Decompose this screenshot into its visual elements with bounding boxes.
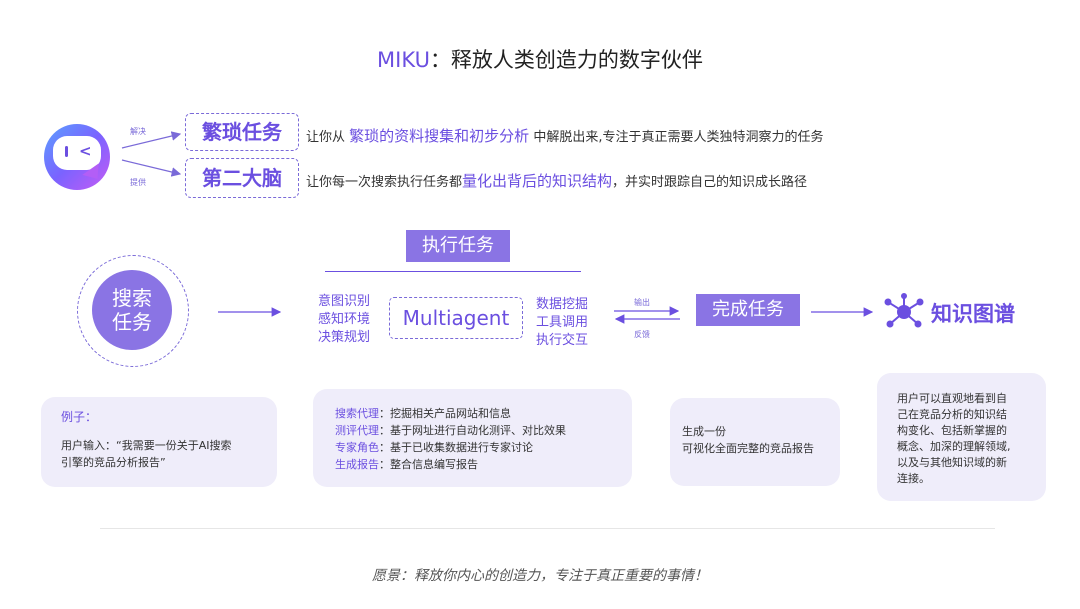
report-line-1: 生成一份 — [682, 425, 726, 438]
page-title: MIKU：释放人类创造力的数字伙伴 — [0, 44, 1080, 74]
execute-underline — [325, 271, 581, 272]
line2-post: ，并实时跟踪自己的知识成长路径 — [612, 175, 808, 190]
report-line-2: 可视化全面完整的竞品报告 — [682, 442, 814, 455]
kg-desc-text: 用户可以直观地看到自 己在竞品分析的知识结 构变化、包括新掌握的 概念、加深的理… — [897, 391, 1011, 487]
agents-card: 搜索代理：挖掘相关产品网站和信息 测评代理：基于网址进行自动化测评、对比效果 专… — [313, 389, 632, 487]
logo-eye-right: < — [79, 142, 92, 160]
task-complete-label: 完成任务 — [696, 294, 800, 326]
line1-post: 中解脱出来,专注于真正需要人类独特洞察力的任务 — [533, 130, 824, 145]
kg-desc-line-6: 连接。 — [897, 472, 930, 485]
report-card: 生成一份 可视化全面完整的竞品报告 — [670, 398, 840, 486]
right-capability-list: 数据挖掘 工具调用 执行交互 — [536, 296, 588, 350]
left-capability-list: 意图识别 感知环境 决策规划 — [318, 293, 370, 347]
logo-face: < — [53, 136, 101, 170]
agent-search-key: 搜索代理 — [335, 407, 379, 420]
kg-desc-line-1: 用户可以直观地看到自 — [897, 392, 1007, 405]
cap-tools: 工具调用 — [536, 315, 589, 330]
kg-desc-card: 用户可以直观地看到自 己在竞品分析的知识结 构变化、包括新掌握的 概念、加深的理… — [877, 373, 1046, 501]
cap-perceive: 感知环境 — [318, 312, 371, 327]
arrow-provide-label: 提供 — [130, 178, 146, 187]
agent-expert-key: 专家角色 — [335, 441, 379, 454]
kg-desc-line-4: 概念、加深的理解领域, — [897, 440, 1011, 453]
agents-list: 搜索代理：挖掘相关产品网站和信息 测评代理：基于网址进行自动化测评、对比效果 专… — [335, 405, 566, 473]
kg-desc-line-2: 己在竞品分析的知识结 — [897, 408, 1007, 421]
agent-expert: 专家角色：基于已收集数据进行专家讨论 — [335, 439, 566, 456]
cap-mining: 数据挖掘 — [536, 297, 589, 312]
search-task-ring — [77, 255, 189, 367]
cap-intent: 意图识别 — [318, 294, 371, 309]
agent-report-key: 生成报告 — [335, 458, 379, 471]
execute-task-label: 执行任务 — [406, 230, 510, 262]
example-card: 例子： 用户输入：“我需要一份关于AI搜索 引擎的竞品分析报告” — [41, 397, 277, 487]
brand-name: MIKU — [377, 48, 430, 72]
knowledge-graph-label: 知识图谱 — [931, 302, 1015, 326]
arrow-solve-label: 解决 — [130, 127, 146, 136]
top-line-1: 让你从 繁琐的资料搜集和初步分析 中解脱出来,专注于真正需要人类独特洞察力的任务 — [306, 125, 823, 146]
kg-desc-line-5: 以及与其他知识域的新 — [897, 456, 1007, 469]
arrow-solve — [121, 131, 182, 149]
divider — [100, 528, 995, 529]
knowledge-graph-icon — [884, 293, 924, 328]
example-body: 用户输入：“我需要一份关于AI搜索 引擎的竞品分析报告” — [61, 437, 231, 471]
box-second-brain: 第二大脑 — [185, 158, 299, 198]
title-text: ：释放人类创造力的数字伙伴 — [429, 48, 703, 72]
line2-pre: 让你每一次搜索执行任务都 — [306, 175, 463, 190]
top-line-2: 让你每一次搜索执行任务都量化出背后的知识结构，并实时跟踪自己的知识成长路径 — [306, 170, 807, 191]
line1-pre: 让你从 — [306, 130, 346, 145]
example-title: 例子： — [61, 410, 98, 424]
vision-statement: 愿景：释放你内心的创造力，专注于真正重要的事情！ — [372, 568, 708, 584]
example-line-1: 用户输入：“我需要一份关于AI搜索 — [61, 439, 232, 452]
line1-highlight: 繁琐的资料搜集和初步分析 — [349, 127, 530, 145]
output-label: 输出 — [634, 298, 650, 307]
agent-eval-val: ：基于网址进行自动化测评、对比效果 — [379, 424, 566, 437]
agent-expert-val: ：基于已收集数据进行专家讨论 — [379, 441, 533, 454]
search-task-node: 搜索任务 — [92, 270, 172, 350]
multiagent-box: Multiagent — [389, 297, 523, 339]
feedback-label: 反馈 — [634, 330, 650, 339]
search-task-line1: 搜索 — [112, 286, 152, 310]
cap-plan: 决策规划 — [318, 330, 371, 345]
arrow-provide — [121, 159, 182, 177]
kg-desc-line-3: 构变化、包括新掌握的 — [897, 424, 1007, 437]
box-tedious-tasks: 繁琐任务 — [185, 113, 299, 151]
agent-report-val: ：整合信息编写报告 — [379, 458, 478, 471]
report-text: 生成一份 可视化全面完整的竞品报告 — [682, 423, 814, 457]
miku-logo-icon: < — [44, 124, 110, 190]
agent-report: 生成报告：整合信息编写报告 — [335, 456, 566, 473]
cap-interact: 执行交互 — [536, 333, 589, 348]
line2-highlight: 量化出背后的知识结构 — [462, 172, 613, 190]
agent-search: 搜索代理：挖掘相关产品网站和信息 — [335, 405, 566, 422]
example-line-2: 引擎的竞品分析报告” — [61, 456, 166, 469]
top-arrows — [121, 131, 182, 177]
agent-search-val: ：挖掘相关产品网站和信息 — [379, 407, 511, 420]
logo-eye-left — [65, 146, 68, 157]
agent-eval: 测评代理：基于网址进行自动化测评、对比效果 — [335, 422, 566, 439]
search-task-line2: 任务 — [112, 310, 152, 334]
agent-eval-key: 测评代理 — [335, 424, 379, 437]
